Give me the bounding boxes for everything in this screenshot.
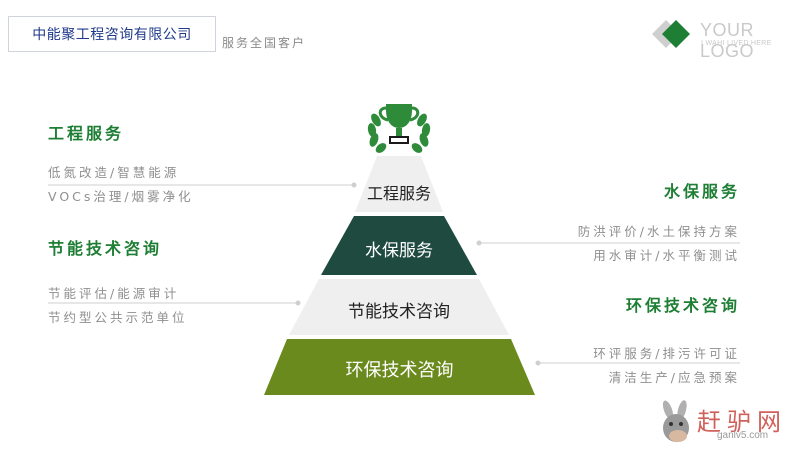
right-line-2-2: 清洁生产/应急预案 — [608, 370, 740, 385]
pyramid-level-1 — [355, 156, 443, 212]
left-heading-2: 节能技术咨询 — [48, 239, 163, 258]
pyramid-label-4: 环保技术咨询 — [345, 360, 454, 381]
left-line-2-1: 节能评估/能源审计 — [48, 286, 180, 301]
header-subtitle: 服务全国客户 — [222, 36, 307, 50]
right-line-1-1: 防洪评价/水土保持方案 — [577, 224, 740, 239]
right-line-1-2: 用水审计/水平衡测试 — [593, 248, 740, 263]
right-line-2-1: 环评服务/排污许可证 — [593, 346, 740, 361]
right-heading-2: 环保技术咨询 — [625, 296, 740, 315]
donkey-logo-icon — [662, 400, 689, 442]
left-line-1-2: VOCs治理/烟雾净化 — [48, 189, 194, 204]
connector-dot-right-1 — [476, 240, 482, 246]
logo-tagline: I WAHI LIVED HERE — [701, 40, 772, 47]
logo-mark-icon — [652, 20, 690, 48]
connector-dot-left-2 — [295, 300, 301, 306]
right-heading-1: 水保服务 — [663, 182, 740, 201]
left-line-1-1: 低氮改造/智慧能源 — [48, 165, 180, 180]
left-line-2-2: 节约型公共示范单位 — [48, 310, 188, 325]
watermark-text: 赶驴网 — [697, 408, 787, 436]
left-heading-1: 工程服务 — [48, 124, 125, 143]
company-name: 中能聚工程咨询有限公司 — [32, 27, 192, 43]
watermark-url: ganlv5.com — [717, 430, 769, 441]
pyramid-label-1: 工程服务 — [366, 184, 431, 203]
pyramid-level-4 — [264, 339, 535, 395]
connector-dot-right-2 — [535, 360, 541, 366]
connector-dot-left-1 — [351, 182, 357, 188]
pyramid-level-3 — [289, 279, 509, 335]
logo-title: YOUR LOGO — [700, 20, 755, 61]
pyramid-label-3: 节能技术咨询 — [348, 302, 450, 322]
pyramid-label-2: 水保服务 — [365, 241, 433, 261]
company-name-box: 中能聚工程咨询有限公司 — [8, 16, 216, 52]
pyramid-level-2 — [321, 216, 477, 275]
trophy-icon — [367, 104, 431, 153]
